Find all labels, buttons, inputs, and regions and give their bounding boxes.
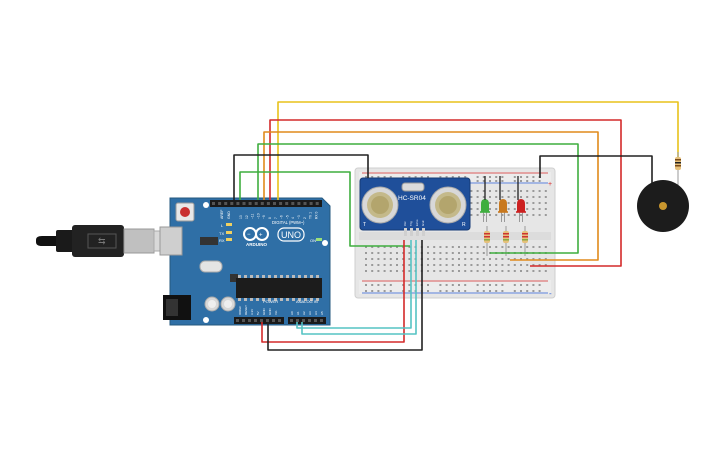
sensor-t-label: T bbox=[363, 222, 366, 228]
analog-pin-label: A1 bbox=[296, 311, 300, 315]
power-pin-label: IOREF bbox=[238, 306, 242, 315]
digital-pin-label: 12 bbox=[245, 215, 249, 219]
wire-cyan-2[interactable] bbox=[301, 240, 417, 335]
digital-pin-label: 2 bbox=[303, 217, 307, 219]
analog-pin-label: A5 bbox=[320, 311, 324, 315]
power-pin-label: RESET bbox=[244, 305, 248, 315]
sensor-pin-label: Trig bbox=[409, 221, 413, 226]
wires[interactable] bbox=[233, 101, 679, 351]
arduino-brand-label: ARDUINO bbox=[246, 242, 267, 247]
piezo-buzzer[interactable] bbox=[637, 180, 689, 232]
analog-pin-label: A2 bbox=[302, 311, 306, 315]
leds[interactable] bbox=[480, 199, 526, 222]
digital-pin-label: ~6 bbox=[280, 215, 284, 219]
sensor-pins[interactable] bbox=[404, 228, 425, 236]
digital-pin-label: ~9 bbox=[262, 215, 266, 219]
gnd-label: GND bbox=[227, 211, 231, 219]
power-pin-label: 3.3V bbox=[250, 309, 254, 315]
wire-red-bottom[interactable] bbox=[261, 240, 405, 343]
led-resistors[interactable] bbox=[484, 226, 528, 256]
wire-black-buzzer[interactable] bbox=[539, 155, 653, 190]
resistor-red[interactable] bbox=[522, 226, 528, 256]
digital-pin-label: RX 0 bbox=[314, 212, 318, 219]
power-pin-label: GND bbox=[268, 308, 272, 316]
rail-minus-label: - bbox=[549, 289, 552, 298]
orange-led[interactable] bbox=[498, 199, 508, 222]
svg-text:+: + bbox=[259, 233, 263, 239]
red-led[interactable] bbox=[516, 199, 526, 222]
sensor-pin-label: Gnd bbox=[421, 220, 425, 226]
digital-header[interactable] bbox=[210, 200, 322, 207]
wire-black-top[interactable] bbox=[233, 154, 369, 200]
power-header[interactable] bbox=[234, 317, 284, 324]
sensor-model-label: HC-SR04 bbox=[398, 195, 426, 202]
wire-green-left[interactable] bbox=[239, 171, 410, 247]
power-jack bbox=[163, 295, 191, 320]
sensor-pin[interactable] bbox=[404, 228, 407, 236]
sensor-pin[interactable] bbox=[410, 228, 413, 236]
digital-pin-label: 4 bbox=[291, 217, 295, 219]
usb-cable: ⇆ bbox=[36, 225, 175, 257]
sensor-pin-label: Vcc bbox=[403, 221, 407, 226]
power-pin-label: GND bbox=[262, 308, 266, 316]
analog-pin-label: A4 bbox=[314, 311, 318, 315]
green-led[interactable] bbox=[480, 199, 490, 222]
atmega-chip bbox=[236, 275, 322, 301]
digital-pin-label: ~10 bbox=[256, 213, 260, 219]
sensor-pin-label: Echo bbox=[415, 219, 419, 226]
transmitter-transducer bbox=[361, 186, 399, 224]
power-pin-label: 5V bbox=[256, 311, 260, 315]
sensor-r-label: R bbox=[462, 222, 466, 228]
sensor-pin[interactable] bbox=[422, 228, 425, 236]
digital-header-label: DIGITAL (PWM~) bbox=[272, 220, 305, 225]
analog-pin-label: A0 bbox=[290, 311, 294, 315]
svg-text:−: − bbox=[247, 232, 251, 238]
wire-black-bottom[interactable] bbox=[267, 240, 423, 351]
sensor-pin[interactable] bbox=[416, 228, 419, 236]
digital-pin-label: TX 1 bbox=[309, 212, 313, 219]
analog-header[interactable] bbox=[288, 317, 326, 324]
uno-label: UNO bbox=[281, 230, 301, 240]
digital-pin-label: 13 bbox=[239, 215, 243, 219]
wire-buzzer-gnd-lines[interactable] bbox=[484, 176, 519, 200]
resistor-green[interactable] bbox=[484, 226, 490, 256]
on-label: ON bbox=[310, 238, 316, 243]
wire-green-top[interactable] bbox=[257, 143, 579, 254]
rx-label: RX bbox=[219, 238, 225, 243]
rail-plus-label: + bbox=[548, 181, 552, 188]
power-pin-label: Vin bbox=[274, 310, 278, 315]
power-header-label: POWER bbox=[263, 299, 278, 304]
l-led-label: L bbox=[221, 223, 224, 228]
receiver-transducer bbox=[429, 186, 467, 224]
wire-cyan-1[interactable] bbox=[296, 240, 412, 329]
resistor-orange[interactable] bbox=[503, 226, 509, 256]
svg-text:⇆: ⇆ bbox=[98, 236, 106, 246]
arduino-logo: − + ARDUINO bbox=[243, 227, 269, 247]
digital-pin-label: ~3 bbox=[297, 215, 301, 219]
reset-button[interactable] bbox=[175, 202, 195, 222]
analog-pin-label: A3 bbox=[308, 311, 312, 315]
wire-red[interactable] bbox=[269, 119, 622, 267]
aref-label: AREF bbox=[220, 210, 224, 219]
wire-yellow[interactable] bbox=[277, 101, 679, 200]
digital-pin-label: ~5 bbox=[285, 215, 289, 219]
digital-pin-label: ~11 bbox=[251, 213, 255, 219]
buzzer-resistor[interactable] bbox=[675, 152, 681, 185]
digital-pin-label: 7 bbox=[274, 217, 278, 219]
analog-header-label: ANALOG IN bbox=[296, 299, 318, 304]
digital-pin-label: 8 bbox=[268, 217, 272, 219]
tx-label: TX bbox=[219, 231, 224, 236]
